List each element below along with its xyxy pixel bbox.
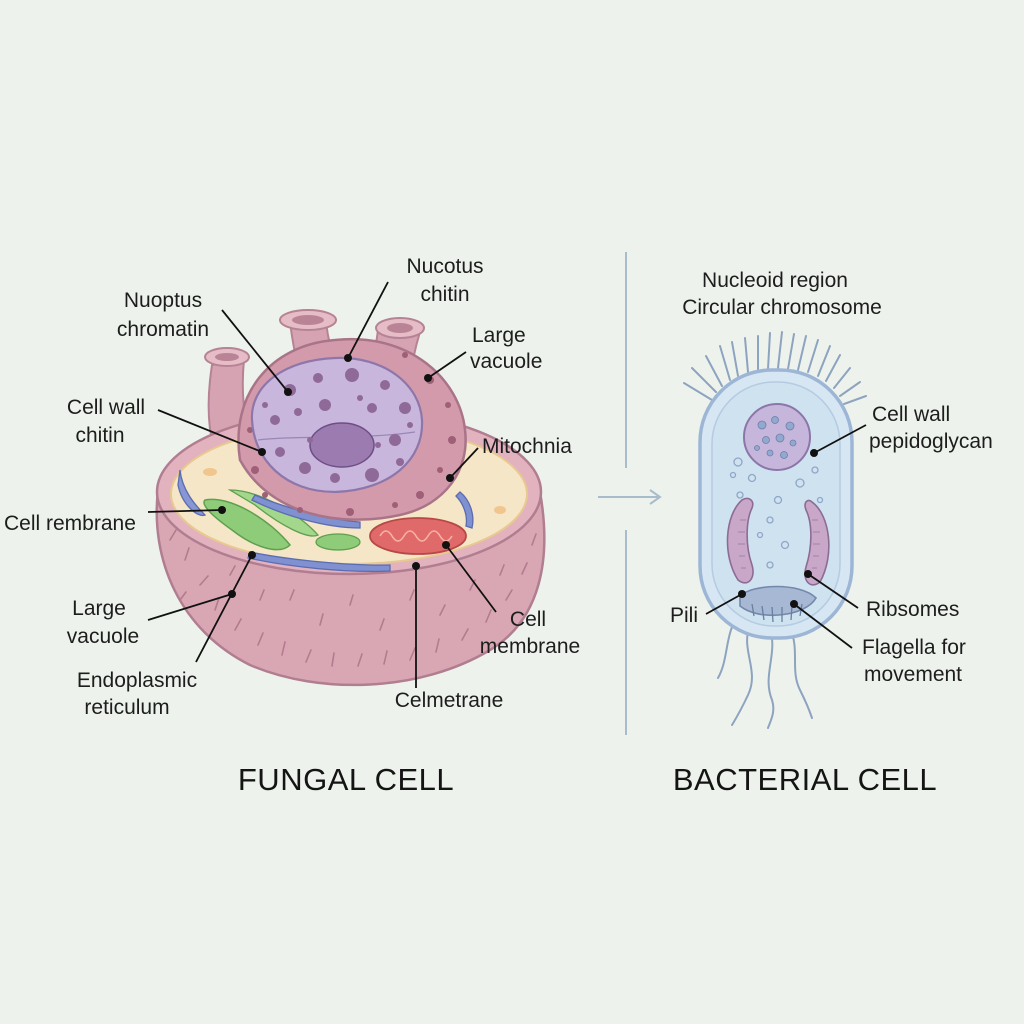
fungal-nucleolus: [309, 422, 375, 468]
label-mitochnia: Mitochnia: [482, 435, 572, 458]
nucleoid-spots: [754, 416, 797, 459]
bacterial-leader-lines: [705, 424, 867, 649]
er-blue-1: [177, 469, 207, 517]
label-pili: Pili: [670, 604, 698, 627]
bacterial-cell-title: BACTERIAL CELL: [673, 762, 937, 797]
bacterial-inner-membrane-left: [726, 497, 754, 584]
fungal-leader-lines: [147, 281, 497, 688]
arrow-head: [649, 489, 662, 505]
bacterial-inner-membrane-right: [804, 499, 830, 586]
fungal-cell-illustration: [155, 309, 546, 687]
bacterial-pili: [683, 331, 867, 405]
fungal-cell-title: FUNGAL CELL: [238, 762, 454, 797]
er-blue-4: [455, 491, 474, 529]
er-blue-2: [251, 494, 361, 529]
bacterial-basal-body: [739, 585, 817, 617]
dome-dots: [247, 352, 456, 516]
er-blue-3: [247, 551, 391, 573]
label-ribsomes: Ribsomes: [866, 598, 959, 621]
er-green-3: [315, 533, 361, 551]
label-cell-rembrane: Cell rembrane: [4, 512, 136, 535]
wall-texture: [169, 510, 537, 667]
bacterial-cell-illustration: [683, 331, 867, 729]
er-green-1: [203, 498, 292, 551]
divider: [598, 252, 662, 735]
label-celmetrane: Celmetrane: [395, 689, 504, 712]
chromatin-spots: [262, 368, 413, 483]
fungal-organelles: [177, 468, 506, 573]
bacterial-ribosomes: [729, 457, 824, 569]
